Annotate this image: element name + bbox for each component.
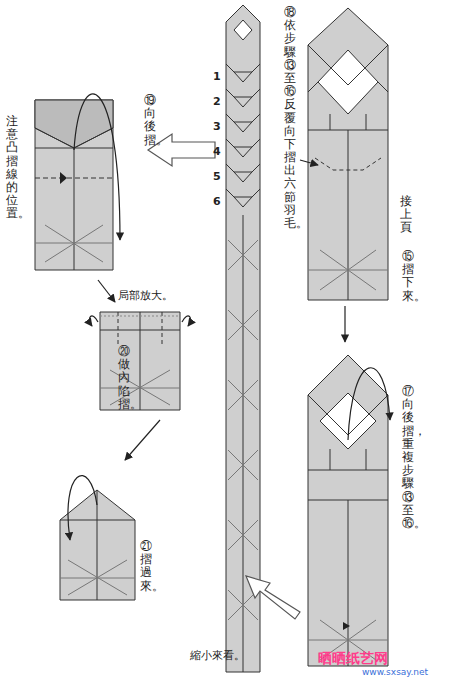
watermark: www.sxsay.net	[362, 667, 428, 677]
callout-number: 6	[213, 195, 221, 208]
step-note: 注意凸摺線的位置。	[6, 115, 18, 221]
callout-number: 5	[213, 170, 221, 183]
watermark: 晒晒纸艺网	[318, 650, 388, 668]
step-note: ⑱依步驟⑬至⑯反覆向下摺出六節羽毛。	[284, 6, 296, 230]
step-note: ⑳做內陷摺。	[118, 345, 130, 411]
callout-number: 4	[213, 145, 221, 158]
step-note: ㉑摺過來。	[140, 540, 152, 593]
step-note: 接上頁	[400, 195, 412, 235]
callout-number: 2	[213, 95, 221, 108]
step-note: ⑮摺下來。	[402, 250, 414, 303]
step-note: ⑰向後摺，重複步驟⑬至⑯。	[402, 385, 414, 530]
step-note: 局部放大。	[118, 288, 173, 303]
step-note: ⑲向後摺。	[144, 94, 156, 147]
step-note: 縮小來看。	[190, 648, 245, 663]
callout-number: 1	[213, 70, 221, 83]
callout-number: 3	[213, 120, 221, 133]
